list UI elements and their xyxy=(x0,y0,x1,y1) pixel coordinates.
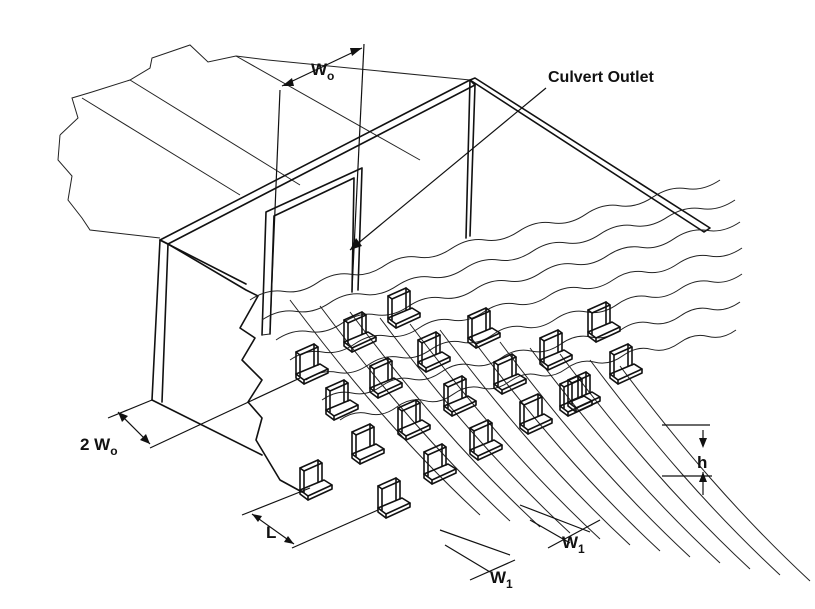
flow-line xyxy=(619,365,811,582)
flow-line xyxy=(379,317,571,534)
baffle-block xyxy=(351,423,385,465)
wave-line xyxy=(249,179,721,301)
culvert-outlet-label: Culvert Outlet xyxy=(548,69,654,86)
baffle-block xyxy=(325,379,359,421)
dimension-L xyxy=(241,487,379,549)
baffle-block xyxy=(343,311,377,353)
wave-line xyxy=(305,273,743,381)
dimension-w1-upper xyxy=(519,504,601,549)
baffle-block xyxy=(397,399,431,441)
wave-line xyxy=(275,221,741,341)
flow-line xyxy=(409,323,601,540)
wave-line xyxy=(261,199,736,321)
baffle-block xyxy=(587,301,621,343)
baffle-block xyxy=(417,331,451,373)
w0-label: Wo xyxy=(311,60,334,83)
L-label: L xyxy=(266,523,276,542)
baffle-block xyxy=(493,353,527,395)
w1-label-lower: W1 xyxy=(490,568,513,591)
baffle-block xyxy=(443,375,477,417)
culvert-opening xyxy=(261,167,363,336)
baffle-block xyxy=(387,287,421,329)
baffle-block xyxy=(299,459,333,501)
baffle-block xyxy=(377,477,411,519)
wave-line xyxy=(339,329,737,421)
baffle-block xyxy=(519,393,553,435)
two-w0-label: 2 Wo xyxy=(80,435,118,458)
culvert-barrel xyxy=(57,44,471,239)
h-label: h xyxy=(697,453,707,472)
dimension-2w0 xyxy=(107,377,301,449)
flow-line xyxy=(499,341,691,558)
baffle-block xyxy=(469,419,503,461)
baffle-block xyxy=(423,443,457,485)
headwall xyxy=(151,79,476,493)
flow-line xyxy=(439,329,631,546)
baffle-block xyxy=(567,371,601,413)
baffle-blocks xyxy=(295,287,643,519)
flow-line xyxy=(319,305,511,522)
baffle-block xyxy=(609,343,643,385)
baffle-block xyxy=(369,357,403,399)
baffle-block xyxy=(539,329,573,371)
flow-line xyxy=(559,353,751,570)
flow-line xyxy=(529,347,721,564)
dimension-w1-lower xyxy=(439,529,516,581)
flow-line xyxy=(289,299,481,516)
culvert-outlet-leader xyxy=(349,87,547,251)
dimension-h xyxy=(662,424,712,495)
flow-line xyxy=(469,335,661,552)
side-wall xyxy=(465,77,711,239)
flow-line xyxy=(589,359,781,576)
baffle-block xyxy=(467,307,501,349)
baffle-block xyxy=(295,343,329,385)
wave-line xyxy=(321,301,741,401)
wave-line xyxy=(289,247,743,361)
dimension-w0 xyxy=(269,43,365,331)
w1-label-upper: W1 xyxy=(562,533,585,556)
water-surface xyxy=(249,179,811,582)
